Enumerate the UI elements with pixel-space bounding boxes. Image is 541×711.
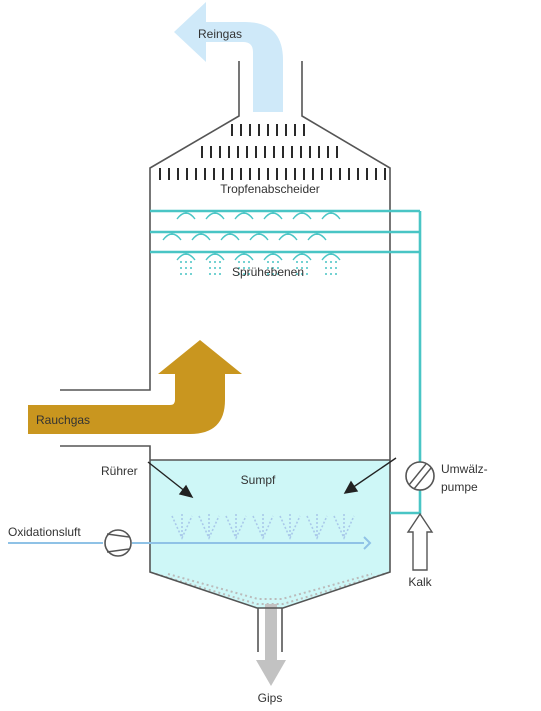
label-umwaelz-1: Umwälz- [441,462,488,476]
label-oxidationsluft: Oxidationsluft [8,525,81,539]
vessel-outline [60,61,391,652]
oxidation-air-pipe [8,536,372,550]
mist-eliminator [159,124,386,180]
label-kalk: Kalk [408,575,432,589]
spray-droplets [180,261,337,275]
flue-gas-arrow [28,340,242,434]
label-reingas: Reingas [198,27,242,41]
gypsum-deposit [155,573,385,605]
label-spruehebenen: Sprühebenen [232,265,304,279]
gypsum-arrow [256,604,286,686]
arrow-icon [147,457,397,499]
label-rauchgas: Rauchgas [36,413,90,427]
compressor-icon [104,529,132,557]
pump-icon [405,461,435,491]
label-gips: Gips [258,691,283,705]
sump-liquid [150,460,390,608]
label-umwaelz-2: pumpe [441,480,478,494]
spray-nozzles [162,211,341,261]
oxidation-nozzles [171,514,355,540]
lime-inlet-arrow [406,512,434,571]
label-ruehrer: Rührer [101,464,138,478]
clean-gas-arrow [174,2,283,112]
label-tropfenabscheider: Tropfenabscheider [220,182,320,196]
label-sumpf: Sumpf [241,473,276,487]
